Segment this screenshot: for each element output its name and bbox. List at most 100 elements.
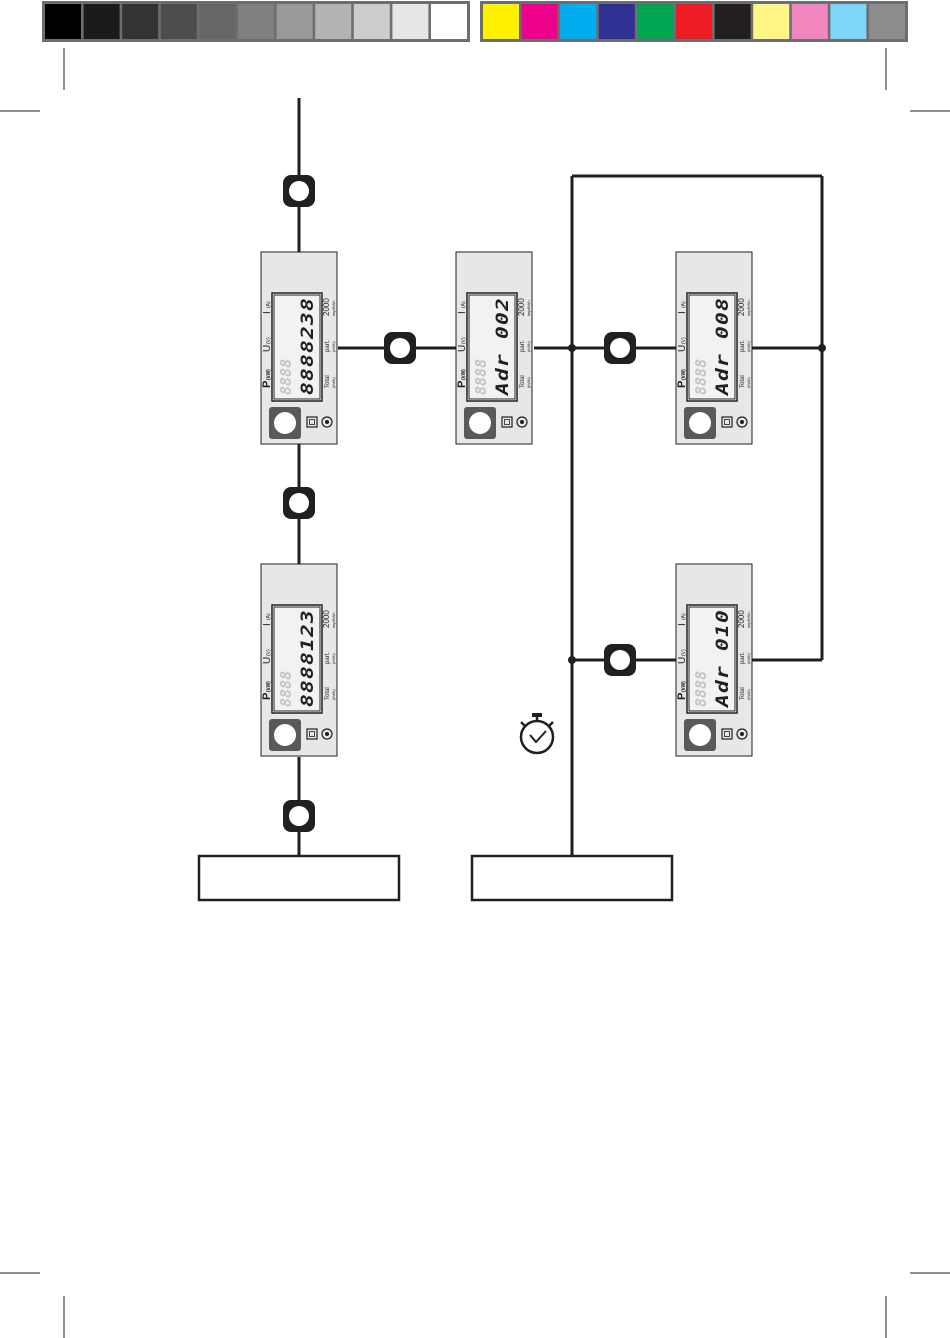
lcd-reading-group: Adr 008: [713, 297, 733, 396]
junction-dot: [568, 344, 576, 352]
lcd-reading-group: Adr 002: [493, 297, 513, 396]
junctions: [568, 344, 826, 664]
color-swatch: [869, 4, 905, 39]
meter-button-face[interactable]: [689, 724, 711, 746]
meter-label-year-sub: imp/kWh: [526, 300, 531, 316]
meter-button-face[interactable]: [689, 412, 711, 434]
lcd-reading: Adr 002: [493, 297, 513, 396]
color-swatch: [560, 4, 597, 39]
meter-label-u: U: [262, 657, 273, 664]
meter-label-u-unit: (V): [681, 337, 687, 344]
meter-square-inner: [724, 731, 730, 737]
lcd-reading: Adr 010: [713, 609, 733, 708]
meter-label-p: P: [676, 693, 688, 700]
lcd-ghost-digits: 8888: [277, 359, 295, 395]
lcd-ghost-digits: 8888: [277, 671, 295, 707]
meter-label-p-unit: (kW): [681, 369, 687, 380]
lcd-reading: Adr 008: [713, 297, 733, 396]
connection-node: [283, 487, 315, 519]
meter-label-p: P: [261, 381, 273, 388]
node-center: [610, 338, 630, 358]
meter-seal-center: [325, 420, 329, 424]
lcd-screen: [468, 294, 516, 400]
right-box: [470, 854, 674, 902]
meter-button-face[interactable]: [274, 412, 296, 434]
meter-label-column: P(kW)U(V)I(A): [261, 613, 273, 700]
meter-button-face[interactable]: [274, 724, 296, 746]
meter-seal-center: [520, 420, 524, 424]
meter-seal-icon: [516, 416, 528, 428]
meter-label-u: U: [677, 657, 688, 664]
meter-button-face[interactable]: [469, 412, 491, 434]
meter-label-p: P: [456, 381, 468, 388]
meter-label-column: P(kW)U(V)I(A): [456, 301, 468, 388]
meter-label-i-unit: (A): [266, 613, 272, 620]
meter-label-total: Total: [740, 687, 746, 700]
gray-swatch: [392, 4, 429, 39]
gray-swatch: [45, 4, 81, 39]
meter-label-year-sub: imp/kWh: [746, 612, 751, 628]
stopwatch-hands: [529, 730, 547, 744]
color-swatch: [714, 4, 751, 39]
meter-square-inner: [724, 419, 730, 425]
connection-nodes: [283, 175, 636, 832]
meter-label-p-unit: (kW): [266, 369, 272, 380]
meter-label-p: P: [676, 381, 688, 388]
bottom-boxes: [197, 854, 674, 902]
meter-square-icon: [721, 416, 733, 428]
color-swatch: [676, 4, 712, 39]
meter-label-year: 2000: [737, 610, 746, 628]
meter-square-inner: [309, 419, 315, 425]
meter-label-column: P(kW)U(V)I(A): [261, 301, 273, 388]
lcd-reading: 8888123: [298, 609, 318, 707]
gray-swatch: [238, 4, 274, 39]
gray-swatch: [353, 4, 390, 39]
node-center: [289, 806, 309, 826]
meter-label-p: P: [261, 693, 273, 700]
node-center: [610, 650, 630, 670]
color-swatch: [791, 4, 828, 39]
meter-square-inner: [309, 731, 315, 737]
gray-swatch: [276, 4, 313, 39]
meter-label-i: I: [677, 623, 688, 626]
meter-label-part: part.: [740, 652, 746, 664]
meter-label-u-unit: (V): [681, 649, 687, 656]
color-swatch: [753, 4, 790, 39]
meter-label-year-sub: imp/kWh: [746, 300, 751, 316]
lcd-ghost-row: 8888: [277, 671, 295, 707]
meter-label-i-unit: (A): [681, 301, 687, 308]
meter-square-icon: [306, 728, 318, 740]
lcd-ghost-row: 8888: [277, 359, 295, 395]
meter-label-total-unit: (kWh): [331, 689, 336, 700]
lcd-ghost-row: 8888: [692, 359, 710, 395]
meter-seal-center: [740, 732, 744, 736]
meter-square-icon: [306, 416, 318, 428]
node-center: [289, 181, 309, 201]
meter-label-total: Total: [520, 375, 526, 388]
meter-label-i-unit: (A): [461, 301, 467, 308]
meter-label-i: I: [262, 623, 273, 626]
lcd-ghost-digits: 8888: [472, 359, 490, 395]
lcd-screen: [273, 294, 321, 400]
gray-swatch: [315, 4, 352, 39]
lcd-screen: [273, 606, 321, 712]
connection-node: [604, 644, 636, 676]
meter-label-u: U: [262, 345, 273, 352]
meter-label-column: P(kW)U(V)I(A): [676, 301, 688, 388]
meter-label-year: 2000: [737, 298, 746, 316]
meter-label-part-unit: (kWh): [746, 653, 751, 664]
color-swatches: [483, 4, 905, 39]
meter-label-year: 2000: [322, 298, 331, 316]
meter-label-u-unit: (V): [266, 649, 272, 656]
meter-label-column: P(kW)U(V)I(A): [676, 613, 688, 700]
gray-swatch: [122, 4, 159, 39]
meter-seal-icon: [321, 416, 333, 428]
lcd-reading-group: 8888238: [298, 297, 318, 395]
